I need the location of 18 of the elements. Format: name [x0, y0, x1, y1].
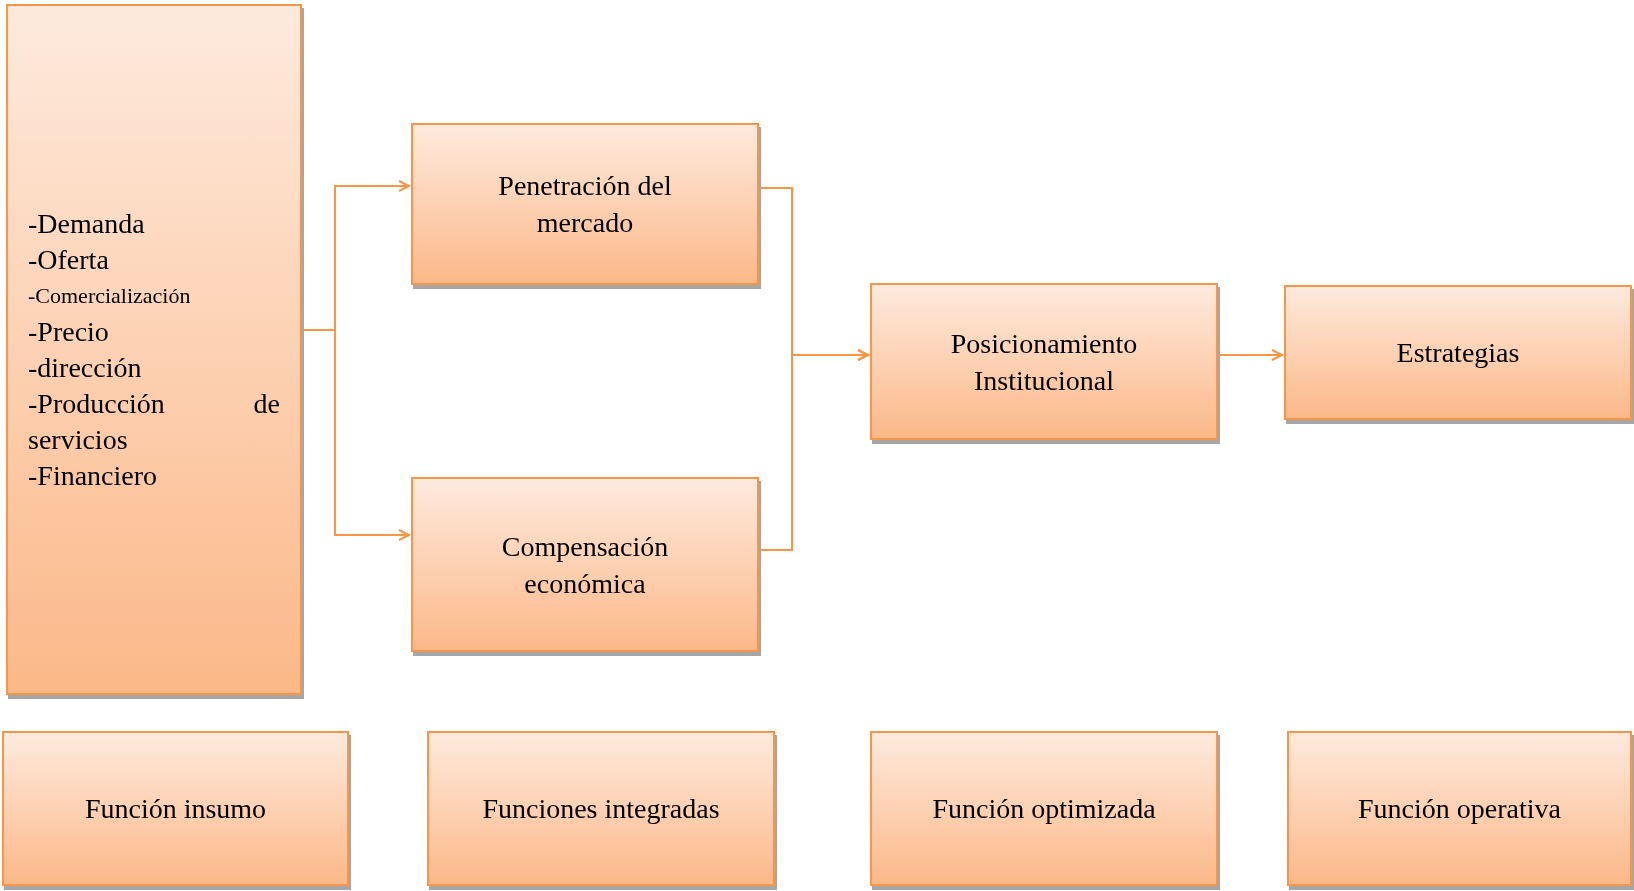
arrow [758, 349, 869, 551]
list-item: -Comercialización [28, 281, 192, 310]
list-item: -Demanda [28, 206, 146, 241]
box-label: Compensación económica [500, 529, 670, 601]
box-label: Funciones integradas [482, 792, 720, 826]
box-label: Estrategias [1396, 336, 1520, 370]
arrow [301, 329, 410, 541]
box-label: Función optimizada [932, 792, 1156, 826]
box-label: Función operativa [1358, 792, 1561, 826]
list-item: -dirección [28, 350, 143, 385]
box-label: Posicionamiento Institucional [949, 326, 1139, 398]
box-label: Función insumo [84, 792, 267, 826]
arrow [1217, 349, 1283, 361]
list-item: -Producción de servicios [28, 386, 280, 457]
list-item: -Precio [28, 314, 110, 349]
list-item: -Oferta [28, 242, 110, 277]
box-label: Penetración del mercado [497, 169, 673, 240]
list-item: -Financiero [28, 458, 159, 493]
